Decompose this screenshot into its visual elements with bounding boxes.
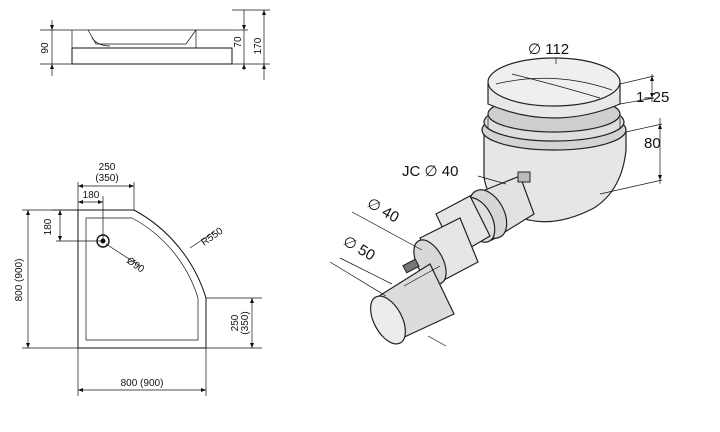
outlet-jc-label: JC ∅ 40 — [402, 163, 458, 180]
radius-label: R550 — [199, 225, 225, 248]
top-width-alt-label: (350) — [95, 173, 118, 184]
drain-x-label: 180 — [83, 190, 100, 201]
pipe-outer-diameter-label: ∅ 50 — [340, 233, 378, 265]
depth-label: 800 (900) — [14, 259, 25, 302]
top-width-label: 250 — [99, 162, 116, 173]
tray-depth-label: 90 — [40, 42, 51, 54]
tray-plan-view: Ø90 250 (350) 180 180 R550 800 (900) — [14, 162, 262, 396]
tray-section-view: 90 70 170 — [40, 9, 270, 80]
siphon-height-label: 80 — [644, 135, 661, 152]
rim-height-label: 70 — [233, 36, 244, 48]
drain-cover — [487, 57, 621, 107]
siphon-drawing: ∅ 112 1–25 80 JC ∅ 40 ∅ 40 ∅ 50 — [329, 41, 669, 347]
cover-diameter-label: ∅ 112 — [528, 41, 569, 58]
adjust-range-label: 1–25 — [636, 89, 669, 106]
drain-y-label: 180 — [43, 218, 54, 235]
drain-diameter-label: Ø90 — [124, 255, 146, 275]
width-label: 800 (900) — [121, 378, 164, 389]
side-length-alt-label: (350) — [240, 311, 251, 334]
side-length-label: 250 — [230, 314, 241, 331]
total-height-label: 170 — [253, 37, 264, 54]
